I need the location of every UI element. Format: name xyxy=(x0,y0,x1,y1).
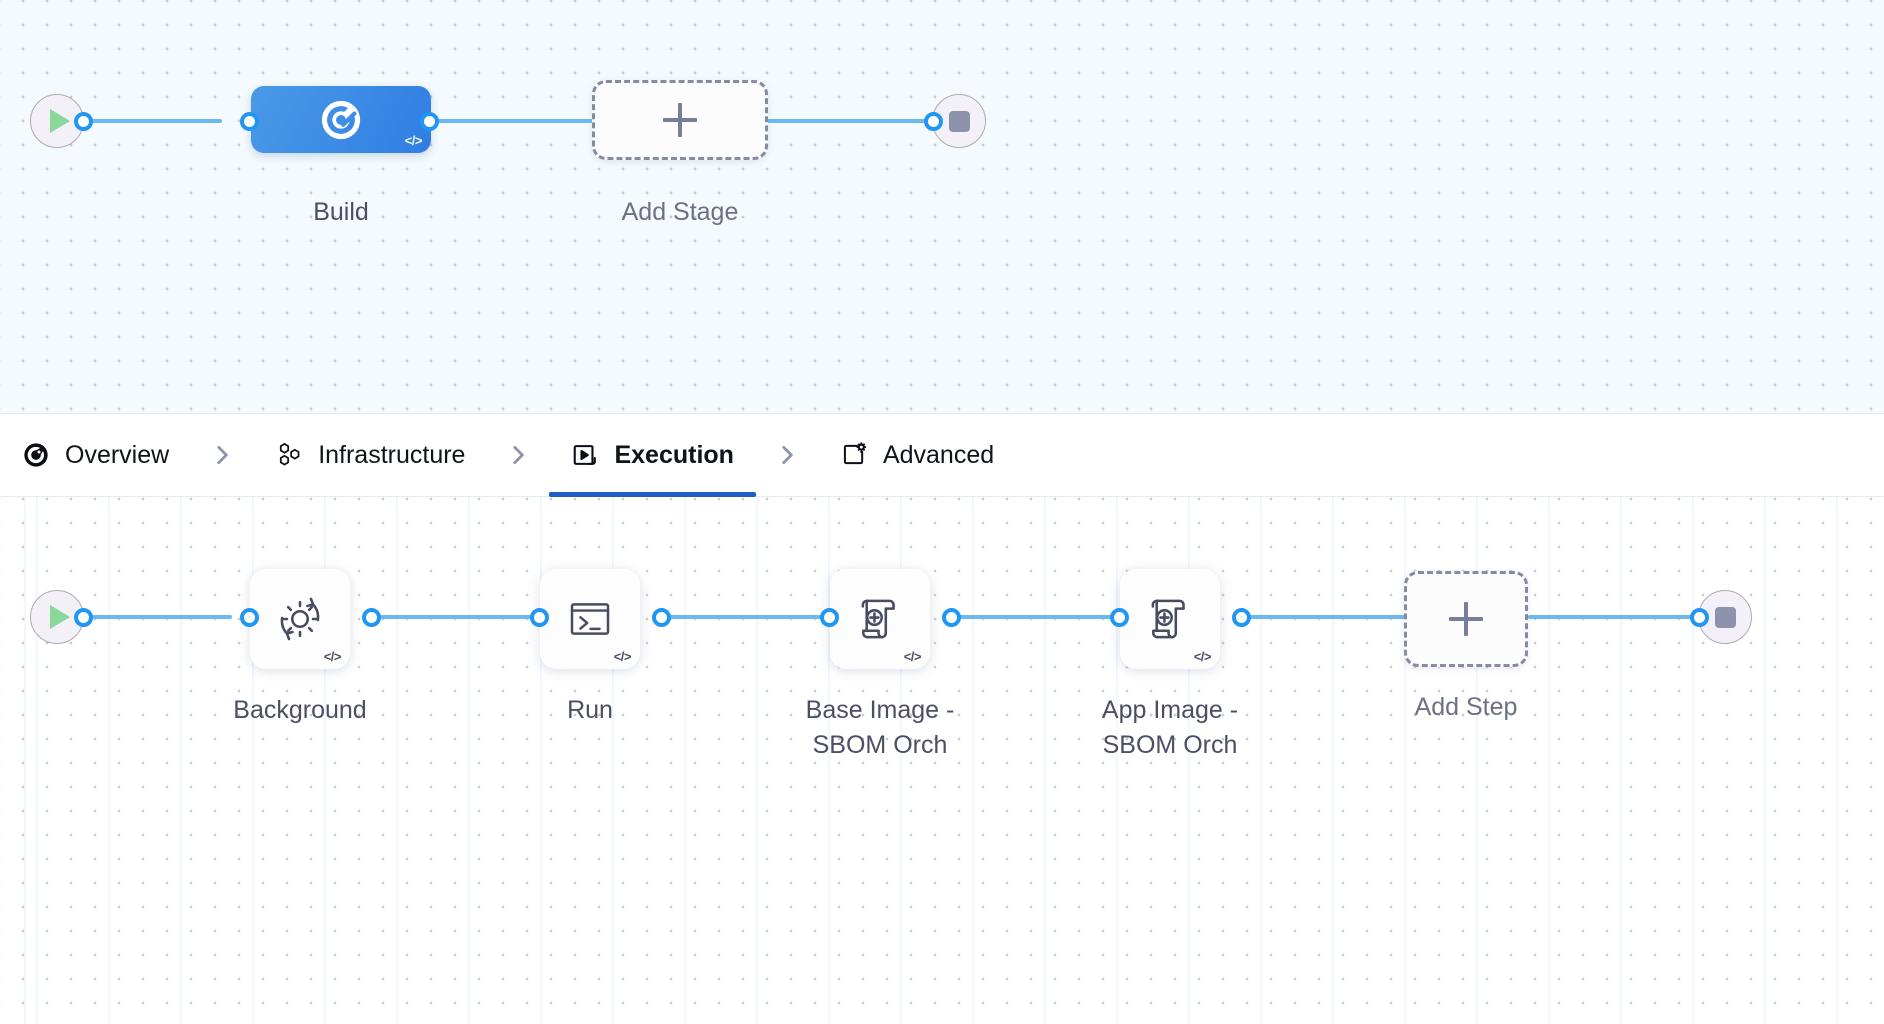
build-stage-icon xyxy=(321,100,361,139)
step-label-base-image-sbom-orch: Base Image - SBOM Orch xyxy=(805,696,955,759)
add-step-button[interactable] xyxy=(1404,571,1528,667)
step-label-run: Run xyxy=(567,696,613,724)
step-background-out-port[interactable] xyxy=(362,608,381,627)
step-base-image-in-port[interactable] xyxy=(820,608,839,627)
code-badge[interactable]: </> xyxy=(903,649,922,664)
advanced-gear-icon xyxy=(840,440,870,470)
add-stage-button[interactable] xyxy=(592,80,768,160)
stage-node-build[interactable]: </> xyxy=(251,86,431,153)
step-run-in-port[interactable] xyxy=(530,608,549,627)
stage-end-port[interactable] xyxy=(924,112,943,131)
add-stage-label: Add Stage xyxy=(621,198,739,226)
tab-execution[interactable]: Execution xyxy=(549,414,757,497)
step-label-app-image-sbom-orch: App Image - SBOM Orch xyxy=(1101,696,1239,759)
step-node-app-image-sbom-orch[interactable]: </> xyxy=(1120,569,1220,669)
stage-wire-add-end xyxy=(766,119,946,123)
stage-build-out-port[interactable] xyxy=(420,112,439,131)
code-badge[interactable]: </> xyxy=(1193,649,1212,664)
scroll-plus-icon xyxy=(861,599,895,639)
stage-wire-build-add xyxy=(420,119,600,123)
pipeline-section-tabs: Overview Infrastructure xyxy=(0,413,1884,497)
code-badge[interactable]: </> xyxy=(404,133,423,148)
step-wire-app-addstep xyxy=(1236,615,1418,619)
stage-label-build: Build xyxy=(313,198,369,226)
stage-end-node[interactable] xyxy=(932,94,986,148)
stage-build-in-port[interactable] xyxy=(240,112,259,131)
step-end-port[interactable] xyxy=(1690,608,1709,627)
scroll-plus-icon xyxy=(1151,599,1185,639)
plus-icon xyxy=(663,103,697,137)
step-app-image-out-port[interactable] xyxy=(1232,608,1251,627)
step-wire-run-base xyxy=(660,615,842,619)
step-canvas[interactable]: </> Background </> Run xyxy=(0,497,1884,1024)
step-node-run[interactable]: </> xyxy=(540,569,640,669)
stage-wire-start-build xyxy=(82,119,222,123)
plus-icon xyxy=(1449,602,1483,636)
stop-icon xyxy=(1714,606,1736,628)
terminal-icon xyxy=(570,603,610,635)
stop-icon xyxy=(948,110,970,132)
tab-overview-label: Overview xyxy=(65,440,170,469)
tab-execution-label: Execution xyxy=(614,440,734,469)
play-icon xyxy=(49,605,70,629)
step-label-background: Background xyxy=(233,696,367,724)
step-node-base-image-sbom-orch[interactable]: </> xyxy=(830,569,930,669)
step-wire-addstep-end xyxy=(1528,615,1708,619)
gear-refresh-icon xyxy=(280,597,320,641)
code-badge[interactable]: </> xyxy=(613,649,632,664)
play-icon xyxy=(49,109,70,133)
chevron-right-icon xyxy=(487,414,549,496)
stage-start-port[interactable] xyxy=(74,112,93,131)
execution-play-icon xyxy=(571,440,601,470)
overview-pie-icon xyxy=(22,440,52,470)
tab-advanced[interactable]: Advanced xyxy=(818,414,1016,496)
step-base-image-out-port[interactable] xyxy=(942,608,961,627)
step-background-in-port[interactable] xyxy=(240,608,259,627)
step-wire-start-background xyxy=(82,615,232,619)
tab-overview[interactable]: Overview xyxy=(0,414,191,496)
tab-infrastructure[interactable]: Infrastructure xyxy=(253,414,487,496)
add-step-label: Add Step xyxy=(1414,693,1518,721)
step-app-image-in-port[interactable] xyxy=(1110,608,1129,627)
step-node-background[interactable]: </> xyxy=(250,569,350,669)
chevron-right-icon xyxy=(756,414,818,496)
step-wire-base-app xyxy=(948,615,1130,619)
chevron-right-icon xyxy=(191,414,253,496)
step-wire-background-run xyxy=(372,615,552,619)
stage-canvas[interactable]: </> Build Add Stage xyxy=(0,0,1884,413)
step-start-port[interactable] xyxy=(74,608,93,627)
tab-advanced-label: Advanced xyxy=(882,440,995,469)
code-badge[interactable]: </> xyxy=(323,649,342,664)
hexagon-cluster-icon xyxy=(275,440,305,470)
step-run-out-port[interactable] xyxy=(652,608,671,627)
tab-infrastructure-label: Infrastructure xyxy=(318,440,466,469)
